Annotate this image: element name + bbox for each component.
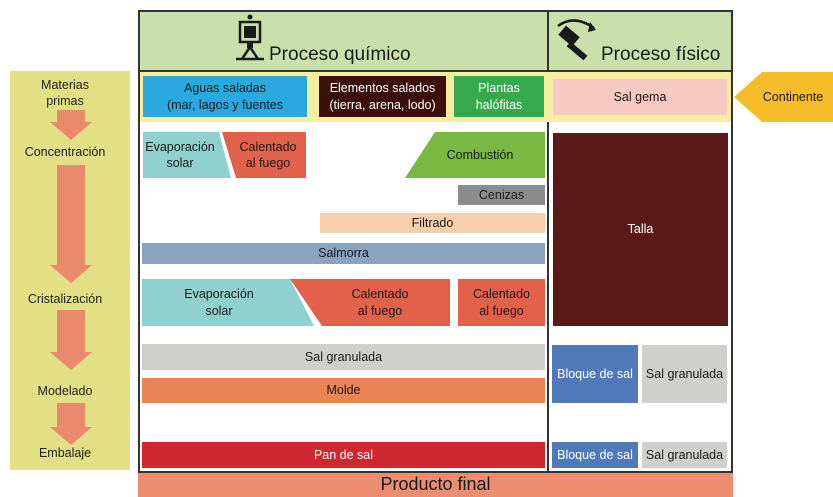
- sal-granulada-embalaje-box: Sal granulada: [642, 442, 727, 468]
- header-fisico-title: Proceso físico: [601, 44, 721, 65]
- calentado-fuego-2-shape: [290, 279, 450, 326]
- evaporacion-solar-label: Evaporación solar: [145, 139, 215, 170]
- combustion-shape: [405, 132, 545, 178]
- chemistry-flask-icon: [232, 13, 268, 61]
- evaporacion-solar-2-label: Evaporación solar: [184, 287, 254, 318]
- continente-label: Continente: [762, 89, 824, 104]
- stage-concentracion: Concentración: [24, 145, 106, 159]
- pan-de-sal-box: Pan de sal: [142, 442, 545, 468]
- stage-arrow: [57, 165, 85, 265]
- cenizas-box: Cenizas: [458, 185, 545, 205]
- stage-arrow-head: [50, 265, 92, 283]
- stage-arrow-head: [50, 427, 92, 445]
- header-quimico: [140, 12, 547, 70]
- hammer-icon: [554, 14, 600, 62]
- sal-gema-box: Sal gema: [553, 79, 727, 115]
- stage-modelado: Modelado: [37, 384, 93, 398]
- producto-final-bar: Producto final: [138, 473, 733, 497]
- stage-arrow: [57, 403, 85, 427]
- combustion-label: Combustión: [446, 147, 514, 162]
- bloque-de-sal-box: Bloque de sal: [552, 345, 638, 403]
- calentado-fuego-shape: [222, 132, 306, 178]
- header-quimico-title: Proceso químico: [269, 44, 411, 65]
- stage-arrow: [57, 110, 85, 122]
- calentado-fuego-3-box: Calentado al fuego: [458, 279, 545, 326]
- plantas-halofitas-box: Plantas halófitas: [454, 76, 544, 117]
- continente-arrow: [734, 72, 833, 122]
- stage-cristalizacion: Cristalización: [27, 292, 103, 306]
- column-divider: [547, 10, 549, 473]
- stage-arrow: [57, 310, 85, 352]
- stage-materias-primas: Materias primas: [41, 78, 89, 108]
- evaporacion-solar-2-shape: [142, 279, 314, 326]
- sal-granulada-fisico-box: Sal granulada: [642, 345, 727, 403]
- aguas-saladas-box: Aguas saladas (mar, lagos y fuentes: [143, 76, 307, 117]
- salmorra-box: Salmorra: [142, 243, 545, 264]
- sal-granulada-box: Sal granulada: [142, 344, 545, 370]
- stage-embalaje: Embalaje: [38, 446, 92, 460]
- calentado-fuego-label: Calentado al fuego: [239, 139, 297, 170]
- evaporacion-solar-shape: [143, 132, 231, 178]
- stage-arrow-head: [50, 352, 92, 370]
- molde-box: Molde: [142, 378, 545, 403]
- calentado-fuego-2-label: Calentado al fuego: [351, 287, 409, 318]
- talla-box: Talla: [553, 133, 728, 326]
- header-line: [140, 70, 731, 72]
- filtrado-box: Filtrado: [320, 213, 545, 233]
- elementos-salados-box: Elementos salados (tierra, arena, lodo): [319, 76, 446, 117]
- bloque-de-sal-embalaje-box: Bloque de sal: [552, 442, 638, 468]
- stage-arrow-head: [50, 122, 92, 140]
